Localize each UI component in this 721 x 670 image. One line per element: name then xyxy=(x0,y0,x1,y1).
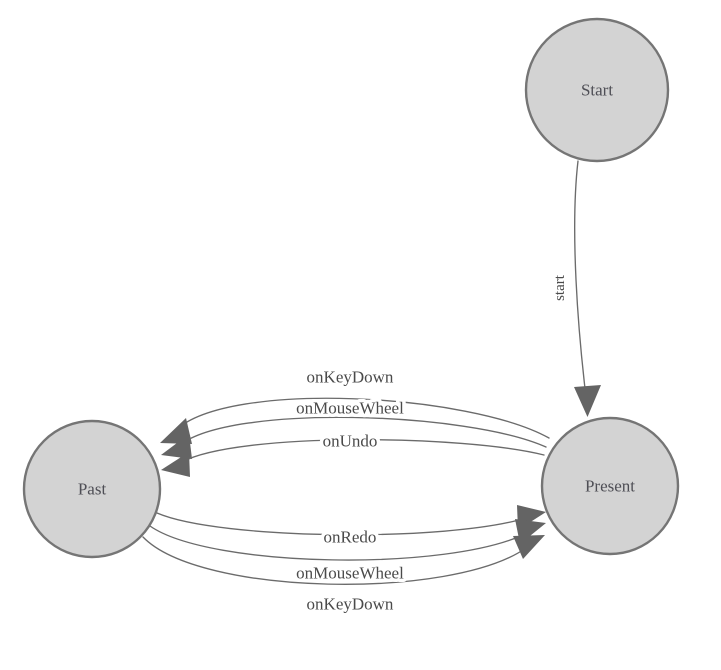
node-present-circle xyxy=(540,416,680,556)
node-past[interactable]: Past xyxy=(22,419,162,559)
node-present[interactable]: Present xyxy=(540,416,680,556)
edge-label-redo-2: onMouseWheel xyxy=(296,564,404,583)
edge-present-to-past-keydown[interactable] xyxy=(160,397,550,444)
arrowhead-undo-2 xyxy=(161,434,192,459)
edge-start-to-present[interactable] xyxy=(574,160,601,417)
edge-path-undo-2 xyxy=(179,416,547,448)
node-start[interactable]: Start xyxy=(524,17,670,163)
edge-present-to-past-undo[interactable] xyxy=(161,439,545,477)
arrowhead-undo-1 xyxy=(160,418,192,444)
edge-label-redo-3: onKeyDown xyxy=(307,595,394,614)
edge-path-undo-1 xyxy=(175,397,550,439)
edge-label-start: start xyxy=(552,274,568,301)
arrowhead-redo-3 xyxy=(513,535,545,559)
edge-path-undo-3 xyxy=(181,439,545,463)
edge-path-redo-2 xyxy=(149,525,528,561)
node-start-label: Start xyxy=(581,81,613,100)
edge-present-to-past-mousewheel[interactable] xyxy=(161,416,547,459)
arrowhead-undo-3 xyxy=(161,452,190,477)
node-past-label: Past xyxy=(78,480,107,499)
edge-label-undo-1: onKeyDown xyxy=(307,368,394,387)
node-present-label: Present xyxy=(585,477,635,496)
node-start-circle xyxy=(524,17,670,163)
edge-path-start xyxy=(574,160,587,398)
arrowhead-start xyxy=(574,385,601,417)
edge-past-to-present-keydown[interactable] xyxy=(142,535,545,585)
edge-label-undo-3: onUndo xyxy=(323,432,378,451)
edge-path-redo-3 xyxy=(142,536,527,585)
edge-label-undo-2: onMouseWheel xyxy=(296,399,404,418)
node-past-circle xyxy=(22,419,162,559)
edge-path-redo-1 xyxy=(156,512,527,536)
edge-label-redo-1: onRedo xyxy=(324,528,377,547)
